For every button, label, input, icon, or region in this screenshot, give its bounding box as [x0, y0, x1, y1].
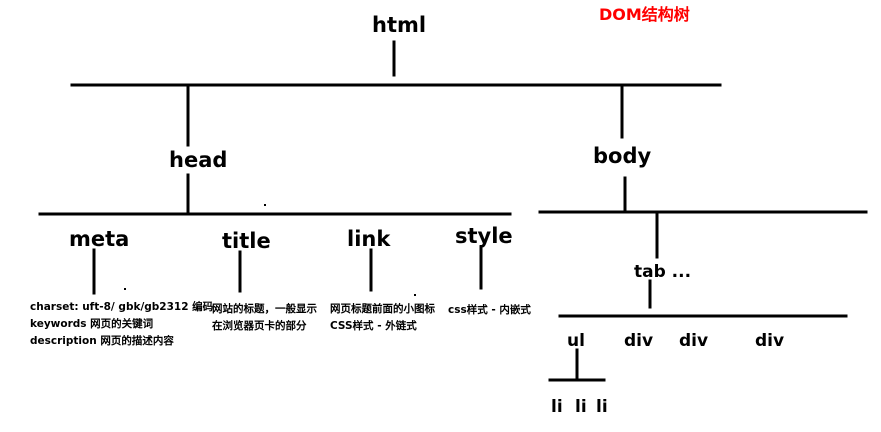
- diagram-title: DOM结构树: [599, 5, 690, 24]
- title-note-line: 在浏览器页卡的部分: [212, 320, 307, 332]
- meta-note: charset: uft-8/ gbk/gb2312 编码 keywords 网…: [30, 299, 213, 350]
- node-li: li: [596, 397, 608, 417]
- node-div: div: [755, 331, 785, 351]
- link-note-line: 网页标题前面的小图标: [330, 303, 435, 315]
- style-note-line: css样式 - 内嵌式: [448, 304, 531, 316]
- node-ul: ul: [567, 331, 585, 351]
- title-note-line: 网站的标题，一般显示: [212, 303, 317, 315]
- stray-mark: [414, 294, 416, 296]
- node-link: link: [347, 227, 391, 251]
- meta-note-line: charset: uft-8/ gbk/gb2312 编码: [30, 301, 214, 313]
- node-li: li: [551, 397, 563, 417]
- node-tab: tab ...: [634, 262, 692, 282]
- node-title: title: [222, 229, 271, 253]
- node-meta: meta: [69, 227, 130, 251]
- meta-note-line: description 网页的描述内容: [30, 335, 174, 347]
- node-li: li: [575, 397, 587, 417]
- link-note: 网页标题前面的小图标 CSS样式 - 外链式: [330, 301, 435, 335]
- node-head: head: [169, 148, 228, 172]
- link-note-line: CSS样式 - 外链式: [330, 320, 417, 332]
- title-note: 网站的标题，一般显示 在浏览器页卡的部分: [212, 301, 317, 335]
- node-div: div: [679, 331, 709, 351]
- stray-mark: [264, 204, 266, 206]
- stray-mark: [124, 288, 126, 290]
- node-style: style: [455, 224, 513, 248]
- node-html: html: [372, 13, 427, 37]
- meta-note-line: keywords 网页的关键词: [30, 318, 154, 330]
- style-note: css样式 - 内嵌式: [448, 302, 531, 319]
- node-body: body: [593, 144, 652, 168]
- node-div: div: [624, 331, 654, 351]
